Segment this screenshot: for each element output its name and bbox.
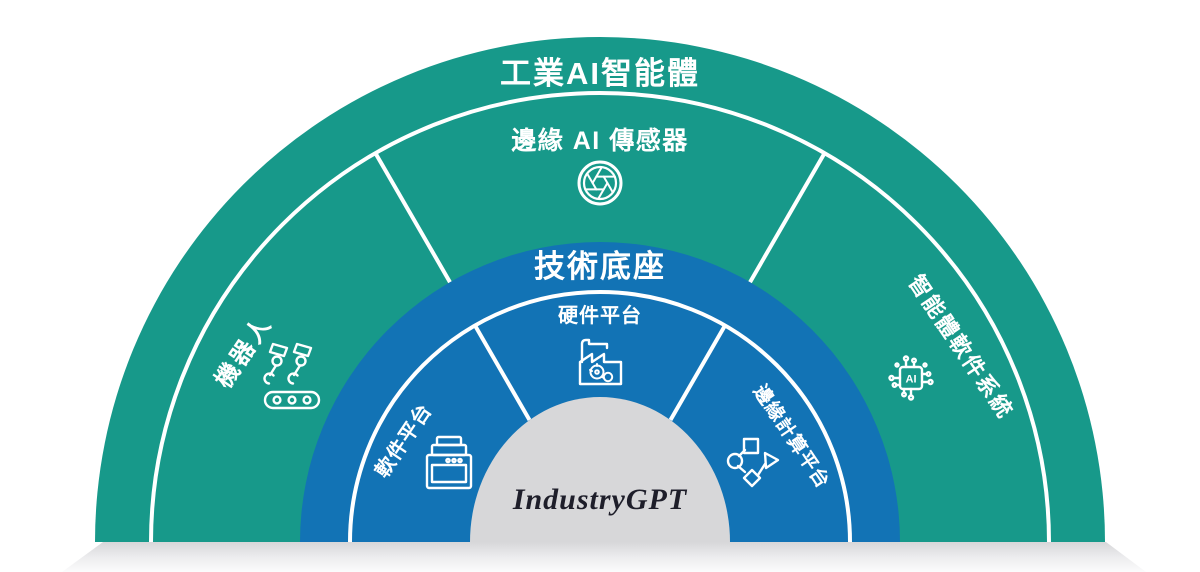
inner-ring-title: 技術底座 bbox=[534, 249, 666, 284]
core-dome bbox=[470, 397, 730, 542]
outer-ring-divider-left bbox=[373, 152, 452, 284]
factory-icon bbox=[578, 338, 623, 386]
segment-label-edge-ai-sensor: 邊緣 AI 傳感器 bbox=[511, 126, 688, 155]
robot-arms-conveyor-icon bbox=[263, 342, 321, 410]
connected-shapes-icon bbox=[726, 437, 780, 488]
industrial-machine-icon bbox=[425, 435, 473, 490]
ai-chip-icon: AI bbox=[888, 355, 934, 401]
core-label: IndustryGPT bbox=[512, 483, 688, 516]
inner-ring-divider-left bbox=[473, 324, 532, 421]
floor-platform bbox=[62, 542, 1146, 572]
ai-chip-label: AI bbox=[906, 374, 917, 386]
inner-ring-divider-right bbox=[668, 324, 727, 421]
robot-arm bbox=[263, 342, 289, 385]
camera-aperture-icon bbox=[577, 160, 623, 206]
outer-ring-title: 工業AI智能體 bbox=[500, 56, 700, 91]
outer-ring-separator-arc bbox=[149, 91, 1051, 543]
inner-ring bbox=[300, 242, 900, 542]
outer-ring-divider-right bbox=[748, 152, 827, 284]
robot-arm bbox=[287, 342, 313, 385]
inner-ring-separator-arc bbox=[348, 290, 852, 543]
segment-label-hardware-platform: 硬件平台 bbox=[558, 303, 642, 327]
